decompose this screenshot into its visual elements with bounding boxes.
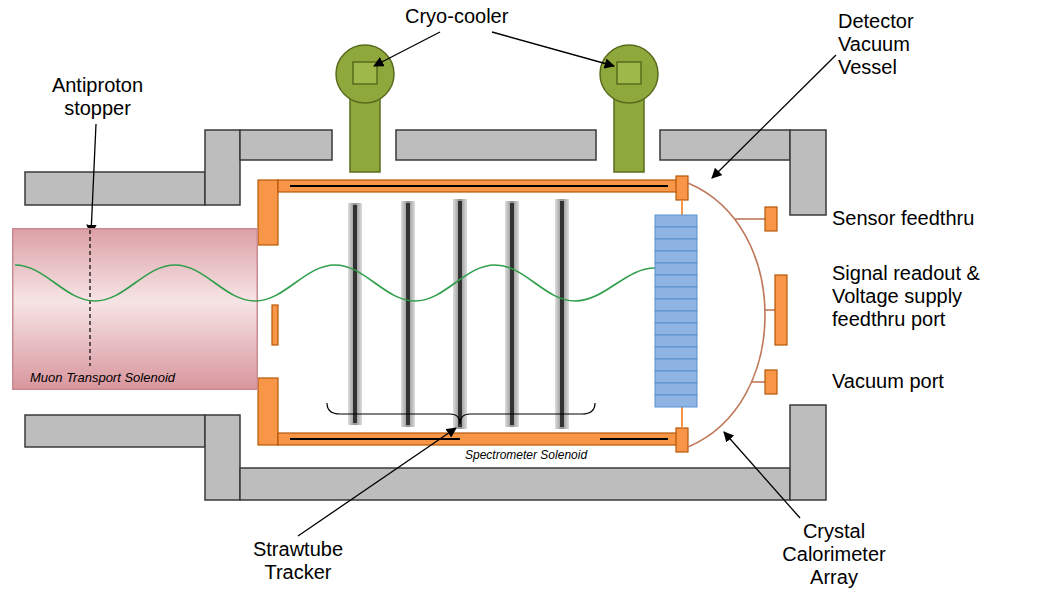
calorimeter-crystal [655, 215, 697, 407]
cryo-cooler-symbol [336, 45, 658, 172]
part-name: Spectrometer Solenoid [465, 449, 587, 463]
tracker-plane [348, 199, 569, 429]
solenoid-shape [12, 228, 258, 390]
port-name: Sensor feedthru [832, 207, 974, 230]
port-name: Vacuum port [832, 370, 944, 393]
bracket [327, 403, 595, 424]
port-flange [765, 207, 787, 394]
coil-line [290, 186, 668, 439]
spectrometer-solenoid [258, 176, 688, 452]
part-name: Cryo-cooler [405, 5, 508, 28]
solenoid-name: Muon Transport Solenoid [30, 370, 175, 385]
part-name: Detector Vacuum Vessel [838, 10, 938, 79]
port-name: Signal readout & Voltage supply feedthru… [832, 262, 1012, 331]
solenoid-band: Muon Transport Solenoid [12, 228, 258, 390]
part-name: Crystal Calorimeter Array [772, 520, 896, 589]
vessel-dome [688, 183, 765, 447]
port-pipe [735, 219, 775, 382]
part-name: Strawtube Tracker [242, 538, 354, 584]
part-name: Antiproton stopper [40, 74, 155, 120]
